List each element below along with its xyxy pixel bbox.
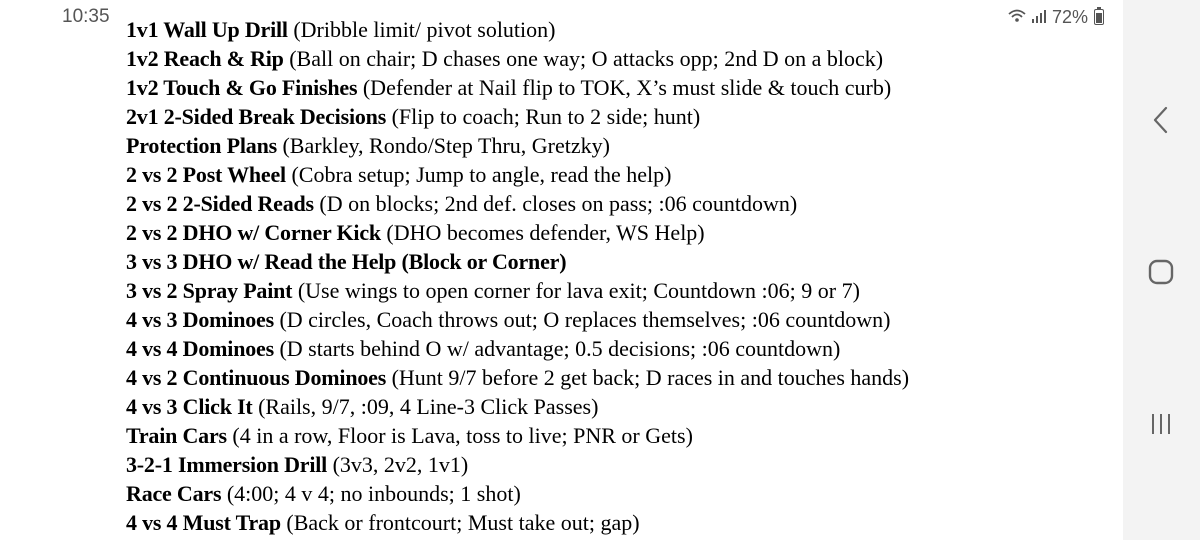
drill-detail: (4 in a row, Floor is Lava, toss to live… — [232, 423, 693, 448]
drill-name: 4 vs 3 Dominoes — [126, 307, 274, 332]
drill-detail: (D starts behind O w/ advantage; 0.5 dec… — [279, 336, 841, 361]
list-item: 2 vs 2 DHO w/ Corner Kick (DHO becomes d… — [126, 218, 909, 247]
drill-name: 1v1 Wall Up Drill — [126, 17, 288, 42]
drill-name: 4 vs 4 Must Trap — [126, 510, 281, 535]
list-item: 1v2 Touch & Go Finishes (Defender at Nai… — [126, 73, 909, 102]
drill-detail: (3v3, 2v2, 1v1) — [332, 452, 469, 477]
document-view: 10:35 72% 1v1 Wall Up Drill (Dribble lim… — [62, 6, 1105, 537]
drill-name: 4 vs 2 Continuous Dominoes — [126, 365, 387, 390]
drill-name: 1v2 Touch & Go Finishes — [126, 75, 358, 100]
list-item: Race Cars (4:00; 4 v 4; no inbounds; 1 s… — [126, 479, 909, 508]
signal-icon — [1032, 7, 1046, 28]
drill-detail: (D circles, Coach throws out; O replaces… — [279, 307, 891, 332]
wifi-calling-icon — [1008, 7, 1026, 28]
list-item: 3 vs 2 Spray Paint (Use wings to open co… — [126, 276, 909, 305]
drill-name: 2v1 2-Sided Break Decisions — [126, 104, 387, 129]
drill-name: 4 vs 3 Click It — [126, 394, 253, 419]
list-item: 4 vs 4 Must Trap (Back or frontcourt; Mu… — [126, 508, 909, 537]
drill-detail: (Hunt 9/7 before 2 get back; D races in … — [391, 365, 910, 390]
list-item: 4 vs 3 Click It (Rails, 9/7, :09, 4 Line… — [126, 392, 909, 421]
drill-detail: (Barkley, Rondo/Step Thru, Gretzky) — [282, 133, 610, 158]
drill-detail: (D on blocks; 2nd def. closes on pass; :… — [319, 191, 798, 216]
battery-percent: 72% — [1052, 6, 1089, 27]
drill-detail: (Flip to coach; Run to 2 side; hunt) — [391, 104, 701, 129]
list-item: Protection Plans (Barkley, Rondo/Step Th… — [126, 131, 909, 160]
list-item: 2v1 2-Sided Break Decisions (Flip to coa… — [126, 102, 909, 131]
recents-icon[interactable] — [1143, 406, 1179, 442]
drill-detail: (Use wings to open corner for lava exit;… — [297, 278, 860, 303]
drill-name: Race Cars — [126, 481, 222, 506]
drill-name: 2 vs 2 2-Sided Reads — [126, 191, 314, 216]
drill-detail: (4:00; 4 v 4; no inbounds; 1 shot) — [226, 481, 521, 506]
list-item: 2 vs 2 Post Wheel (Cobra setup; Jump to … — [126, 160, 909, 189]
drill-detail: (Cobra setup; Jump to angle, read the he… — [291, 162, 672, 187]
back-icon[interactable] — [1143, 102, 1179, 138]
drill-name: 3 vs 3 DHO w/ Read the Help (Block or Co… — [126, 249, 567, 274]
drill-detail: (Rails, 9/7, :09, 4 Line-3 Click Passes) — [258, 394, 599, 419]
list-item: 2 vs 2 2-Sided Reads (D on blocks; 2nd d… — [126, 189, 909, 218]
drill-detail: (Ball on chair; D chases one way; O atta… — [289, 46, 884, 71]
list-item: 1v2 Reach & Rip (Ball on chair; D chases… — [126, 44, 909, 73]
list-item: 4 vs 2 Continuous Dominoes (Hunt 9/7 bef… — [126, 363, 909, 392]
list-item: Train Cars (4 in a row, Floor is Lava, t… — [126, 421, 909, 450]
drill-name: Train Cars — [126, 423, 227, 448]
drill-name: 2 vs 2 Post Wheel — [126, 162, 286, 187]
battery-icon — [1094, 7, 1105, 25]
drill-name: 4 vs 4 Dominoes — [126, 336, 274, 361]
drill-name: 1v2 Reach & Rip — [126, 46, 284, 71]
home-icon[interactable] — [1143, 254, 1179, 290]
drill-detail: (Defender at Nail flip to TOK, X’s must … — [362, 75, 892, 100]
status-icons: 72% — [1008, 6, 1105, 28]
drill-detail: (Dribble limit/ pivot solution) — [293, 17, 556, 42]
drill-name: 3-2-1 Immersion Drill — [126, 452, 328, 477]
navigation-bar — [1123, 0, 1200, 540]
list-item: 4 vs 3 Dominoes (D circles, Coach throws… — [126, 305, 909, 334]
list-item: 4 vs 4 Dominoes (D starts behind O w/ ad… — [126, 334, 909, 363]
drill-list: 1v1 Wall Up Drill (Dribble limit/ pivot … — [126, 15, 909, 537]
drill-name: 2 vs 2 DHO w/ Corner Kick — [126, 220, 381, 245]
status-time: 10:35 — [62, 6, 110, 27]
drill-detail: (DHO becomes defender, WS Help) — [386, 220, 705, 245]
drill-detail: (Back or frontcourt; Must take out; gap) — [286, 510, 640, 535]
drill-name: 3 vs 2 Spray Paint — [126, 278, 293, 303]
list-item: 3 vs 3 DHO w/ Read the Help (Block or Co… — [126, 247, 909, 276]
list-item: 1v1 Wall Up Drill (Dribble limit/ pivot … — [126, 15, 909, 44]
list-item: 3-2-1 Immersion Drill (3v3, 2v2, 1v1) — [126, 450, 909, 479]
drill-name: Protection Plans — [126, 133, 277, 158]
